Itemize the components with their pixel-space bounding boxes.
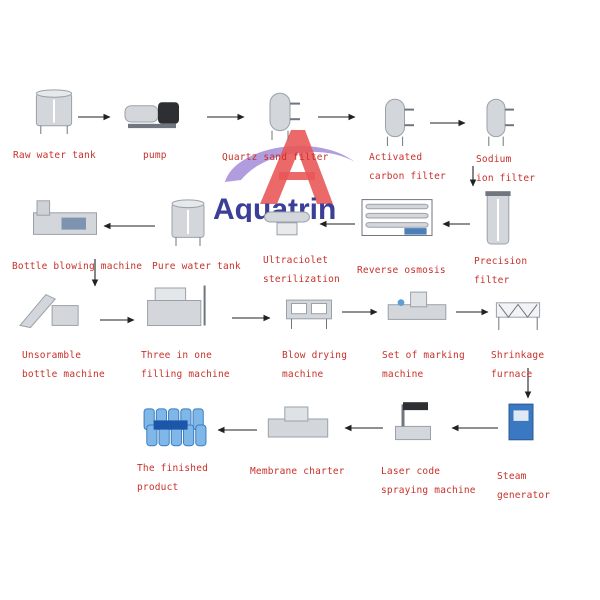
step-label-line: generator: [497, 490, 551, 501]
step-label-shrinkage-furnace: Shrinkage furnace: [491, 346, 544, 384]
step-label-line: Set of marking: [382, 350, 465, 361]
logo-letter-a-bar: [279, 172, 315, 180]
step-label-unscramble-bottle-machine: Unsoramble bottle machine: [22, 346, 105, 384]
step-label-precision-filter: Precision filter: [474, 252, 527, 290]
step-label-pump: pump: [143, 146, 167, 165]
blowing-machine-icon: [33, 200, 97, 235]
step-label-line: product: [137, 482, 179, 493]
filter-vessel-icon: [385, 98, 414, 146]
step-label-three-in-one-filling-machine: Three in one filling machine: [141, 346, 230, 384]
step-label-line: Sodium: [476, 154, 512, 165]
uv-unit-icon: [264, 211, 310, 236]
step-label-line: The finished: [137, 463, 209, 474]
dryer-icon: [286, 299, 332, 329]
laser-coder-icon: [395, 402, 431, 441]
step-label-line: Blow drying: [282, 350, 348, 361]
step-label-line: bottle machine: [22, 369, 105, 380]
step-label-line: Reverse osmosis: [357, 265, 446, 276]
labeler-icon: [387, 291, 447, 320]
step-label-line: Activated: [369, 152, 423, 163]
bottle-pack-icon: [143, 408, 207, 447]
step-label-line: ion filter: [476, 173, 536, 184]
step-label-line: furnace: [491, 369, 533, 380]
step-label-line: Laser code: [381, 466, 441, 477]
step-label-line: machine: [282, 369, 324, 380]
filler-icon: [147, 285, 206, 326]
cartridge-filter-icon: [485, 191, 511, 245]
step-label-line: Quartz sand filter: [222, 152, 329, 163]
step-label-blow-drying-machine: Blow drying machine: [282, 346, 347, 384]
logo-arc: [225, 145, 355, 182]
conveyor-icon: [19, 293, 79, 329]
shrink-tunnel-icon: [495, 302, 541, 330]
step-label-line: Bottle blowing machine: [12, 261, 143, 272]
step-label-set-of-marking-machine: Set of marking machine: [382, 346, 465, 384]
step-label-line: carbon filter: [369, 171, 446, 182]
step-label-ultraviolet-sterilization: Ultraciolet sterilization: [263, 251, 340, 289]
steam-generator-icon: [508, 403, 534, 441]
wrapper-icon: [267, 406, 329, 438]
step-label-line: filling machine: [141, 369, 230, 380]
tank-icon: [171, 199, 205, 246]
step-label-line: Unsoramble: [22, 350, 82, 361]
step-label-bottle-blowing-machine: Bottle blowing machine: [12, 257, 142, 276]
step-label-reverse-osmosis: Reverse osmosis: [357, 261, 446, 280]
step-label-line: sterilization: [263, 274, 340, 285]
step-label-quartz-sand-filter: Quartz sand filter: [222, 148, 329, 167]
step-label-line: Pure water tank: [152, 261, 241, 272]
step-label-line: Ultraciolet: [263, 255, 329, 266]
step-label-line: Raw water tank: [13, 150, 96, 161]
step-label-raw-water-tank: Raw water tank: [13, 146, 96, 165]
step-label-steam-generator: Steam generator: [497, 467, 550, 505]
step-label-pure-water-tank: Pure water tank: [152, 257, 241, 276]
ro-skid-icon: [361, 199, 433, 236]
step-label-activated-carbon-filter: Activated carbon filter: [369, 148, 446, 186]
filter-vessel-icon: [269, 92, 300, 140]
step-label-line: filter: [474, 275, 510, 286]
step-label-line: Three in one: [141, 350, 213, 361]
step-label-line: pump: [143, 150, 167, 161]
step-label-sodium-ion-filter: Sodium ion filter: [476, 150, 535, 188]
step-label-line: Precision: [474, 256, 528, 267]
step-label-line: Membrane charter: [250, 466, 345, 477]
step-label-membrane-charter: Membrane charter: [250, 462, 345, 481]
logo-letter-a: [260, 130, 333, 204]
step-label-line: spraying machine: [381, 485, 476, 496]
tank-icon: [35, 89, 73, 134]
step-label-line: machine: [382, 369, 424, 380]
step-label-line: Steam: [497, 471, 527, 482]
step-label-laser-code-spraying-machine: Laser code spraying machine: [381, 462, 476, 500]
step-label-line: Shrinkage: [491, 350, 545, 361]
pump-icon: [124, 102, 179, 129]
filter-vessel-icon: [486, 98, 514, 146]
step-label-the-finished-product: The finished product: [137, 459, 208, 497]
